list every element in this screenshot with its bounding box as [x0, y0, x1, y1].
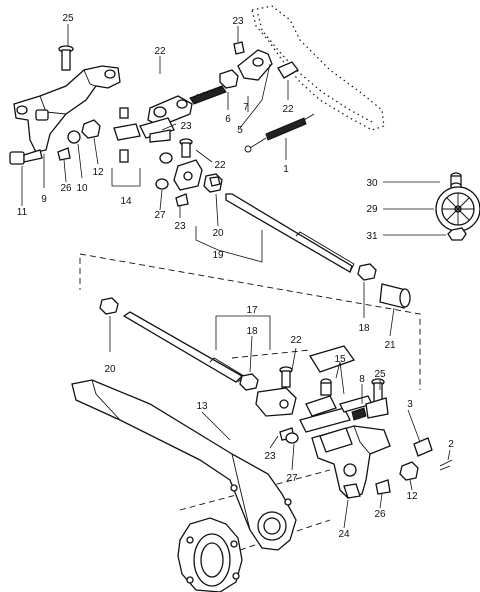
clevis-mid — [155, 138, 223, 207]
nut-12-lower — [399, 461, 419, 481]
callout-22-top: 22 — [154, 46, 166, 57]
clip-26-top — [57, 147, 71, 161]
callout-6: 6 — [225, 114, 231, 125]
callout-3: 3 — [407, 399, 413, 410]
flange — [177, 517, 243, 592]
callout-23-top: 23 — [232, 16, 244, 27]
callout-13: 13 — [196, 401, 208, 412]
sleeve-21 — [379, 283, 411, 309]
phantom-line-e — [239, 519, 331, 551]
long-rod-19 — [225, 193, 355, 273]
callout-26-top: 26 — [60, 183, 72, 194]
nut-18-lower — [239, 373, 259, 391]
callout-12-top: 12 — [92, 167, 104, 178]
clevis-lower — [255, 366, 297, 417]
washer-27-lower — [285, 432, 299, 444]
callout-18-lower: 18 — [246, 326, 258, 337]
callout-18-right: 18 — [358, 323, 370, 334]
clip-3 — [413, 437, 433, 457]
callout-23-lower: 23 — [264, 451, 276, 462]
washer-10 — [67, 130, 81, 144]
pedal-frame-outline — [251, 5, 385, 131]
phantom-line-c — [231, 349, 311, 359]
bolt-11 — [9, 149, 43, 165]
callout-8: 8 — [359, 374, 365, 385]
callout-25-top: 25 — [62, 13, 74, 24]
callout-22-lower: 22 — [290, 335, 302, 346]
callout-20-lower: 20 — [104, 364, 116, 375]
callout-1: 1 — [283, 164, 289, 175]
nut-18-top — [357, 263, 377, 281]
main-arm-13 — [71, 379, 297, 551]
callout-31: 31 — [366, 231, 378, 242]
callout-21: 21 — [384, 340, 396, 351]
callout-12-lower: 12 — [406, 491, 418, 502]
nut-12-top — [81, 119, 101, 139]
clip-26-lower — [375, 479, 391, 495]
callout-27-top: 27 — [154, 210, 166, 221]
leader-lines — [21, 24, 451, 529]
callout-7: 7 — [243, 102, 249, 113]
callout-22-right: 22 — [282, 104, 294, 115]
bolt-25-top — [58, 45, 74, 71]
bolt-25-lower — [365, 378, 389, 419]
callout-30: 30 — [366, 178, 378, 189]
return-spring — [244, 113, 315, 153]
callout-26-lower: 26 — [374, 509, 386, 520]
callout-9: 9 — [41, 194, 47, 205]
callout-25-lower: 25 — [374, 369, 386, 380]
callout-20-top: 20 — [212, 228, 224, 239]
callout-19: 19 — [212, 250, 224, 261]
callout-10: 10 — [76, 183, 88, 194]
callout-23-mid: 23 — [180, 121, 192, 132]
callout-24: 24 — [338, 529, 350, 540]
pin-2 — [439, 459, 453, 471]
lever-assembly — [147, 41, 299, 127]
phantom-line-a — [79, 253, 421, 390]
callout-23-mid2: 23 — [174, 221, 186, 232]
parts-14-group — [113, 107, 175, 163]
callout-11: 11 — [17, 207, 28, 218]
lower-rod — [122, 311, 245, 383]
callout-5: 5 — [237, 125, 243, 136]
callout-14: 14 — [120, 196, 132, 207]
lower-bracket-24 — [299, 345, 391, 499]
pedal-bracket — [13, 65, 121, 153]
phantom-line-d — [179, 469, 331, 511]
callout-labels: 25 22 23 22 7 6 5 23 1 22 12 10 26 9 11 … — [17, 13, 454, 540]
parts-15-group — [305, 378, 373, 421]
callout-27-lower: 27 — [286, 473, 298, 484]
callout-17: 17 — [246, 305, 258, 316]
nut-20-lower — [99, 297, 119, 315]
callout-22-mid: 22 — [214, 160, 226, 171]
pulley-assembly — [435, 172, 480, 241]
callout-29: 29 — [366, 204, 378, 215]
callout-2: 2 — [448, 439, 454, 450]
callout-15: 15 — [334, 354, 346, 365]
